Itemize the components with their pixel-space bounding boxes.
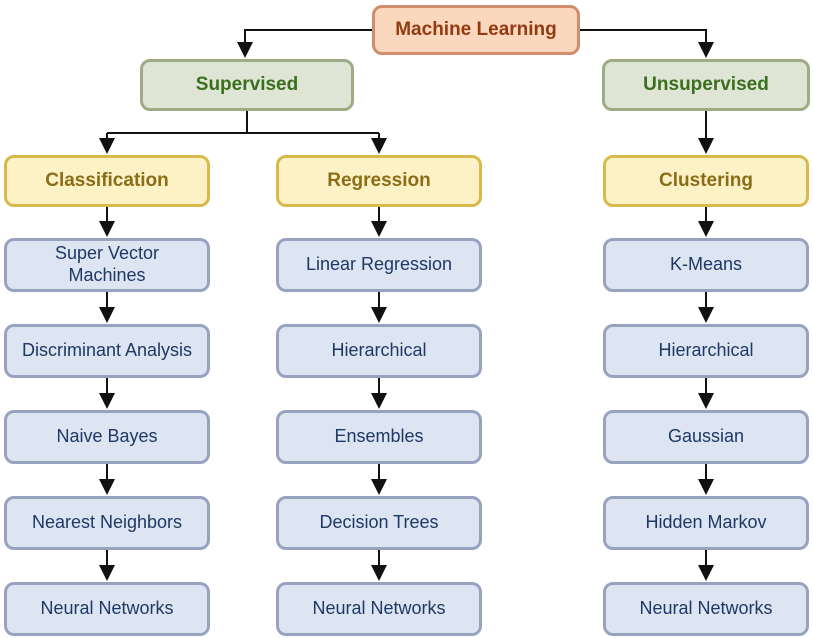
node-neural-networks-regression: Neural Networks [276,582,482,636]
node-supervised: Supervised [140,59,354,111]
node-neural-networks-clustering: Neural Networks [603,582,809,636]
node-classification: Classification [4,155,210,207]
node-super-vector-machines: Super Vector Machines [4,238,210,292]
node-decision-trees: Decision Trees [276,496,482,550]
node-regression: Regression [276,155,482,207]
node-gaussian: Gaussian [603,410,809,464]
node-discriminant-analysis: Discriminant Analysis [4,324,210,378]
node-hidden-markov: Hidden Markov [603,496,809,550]
node-clustering: Clustering [603,155,809,207]
node-naive-bayes: Naive Bayes [4,410,210,464]
node-nearest-neighbors: Nearest Neighbors [4,496,210,550]
node-unsupervised: Unsupervised [602,59,810,111]
node-hierarchical-regression: Hierarchical [276,324,482,378]
node-linear-regression: Linear Regression [276,238,482,292]
node-neural-networks-classification: Neural Networks [4,582,210,636]
node-machine-learning: Machine Learning [372,5,580,55]
node-ensembles: Ensembles [276,410,482,464]
node-hierarchical-clustering: Hierarchical [603,324,809,378]
node-k-means: K-Means [603,238,809,292]
